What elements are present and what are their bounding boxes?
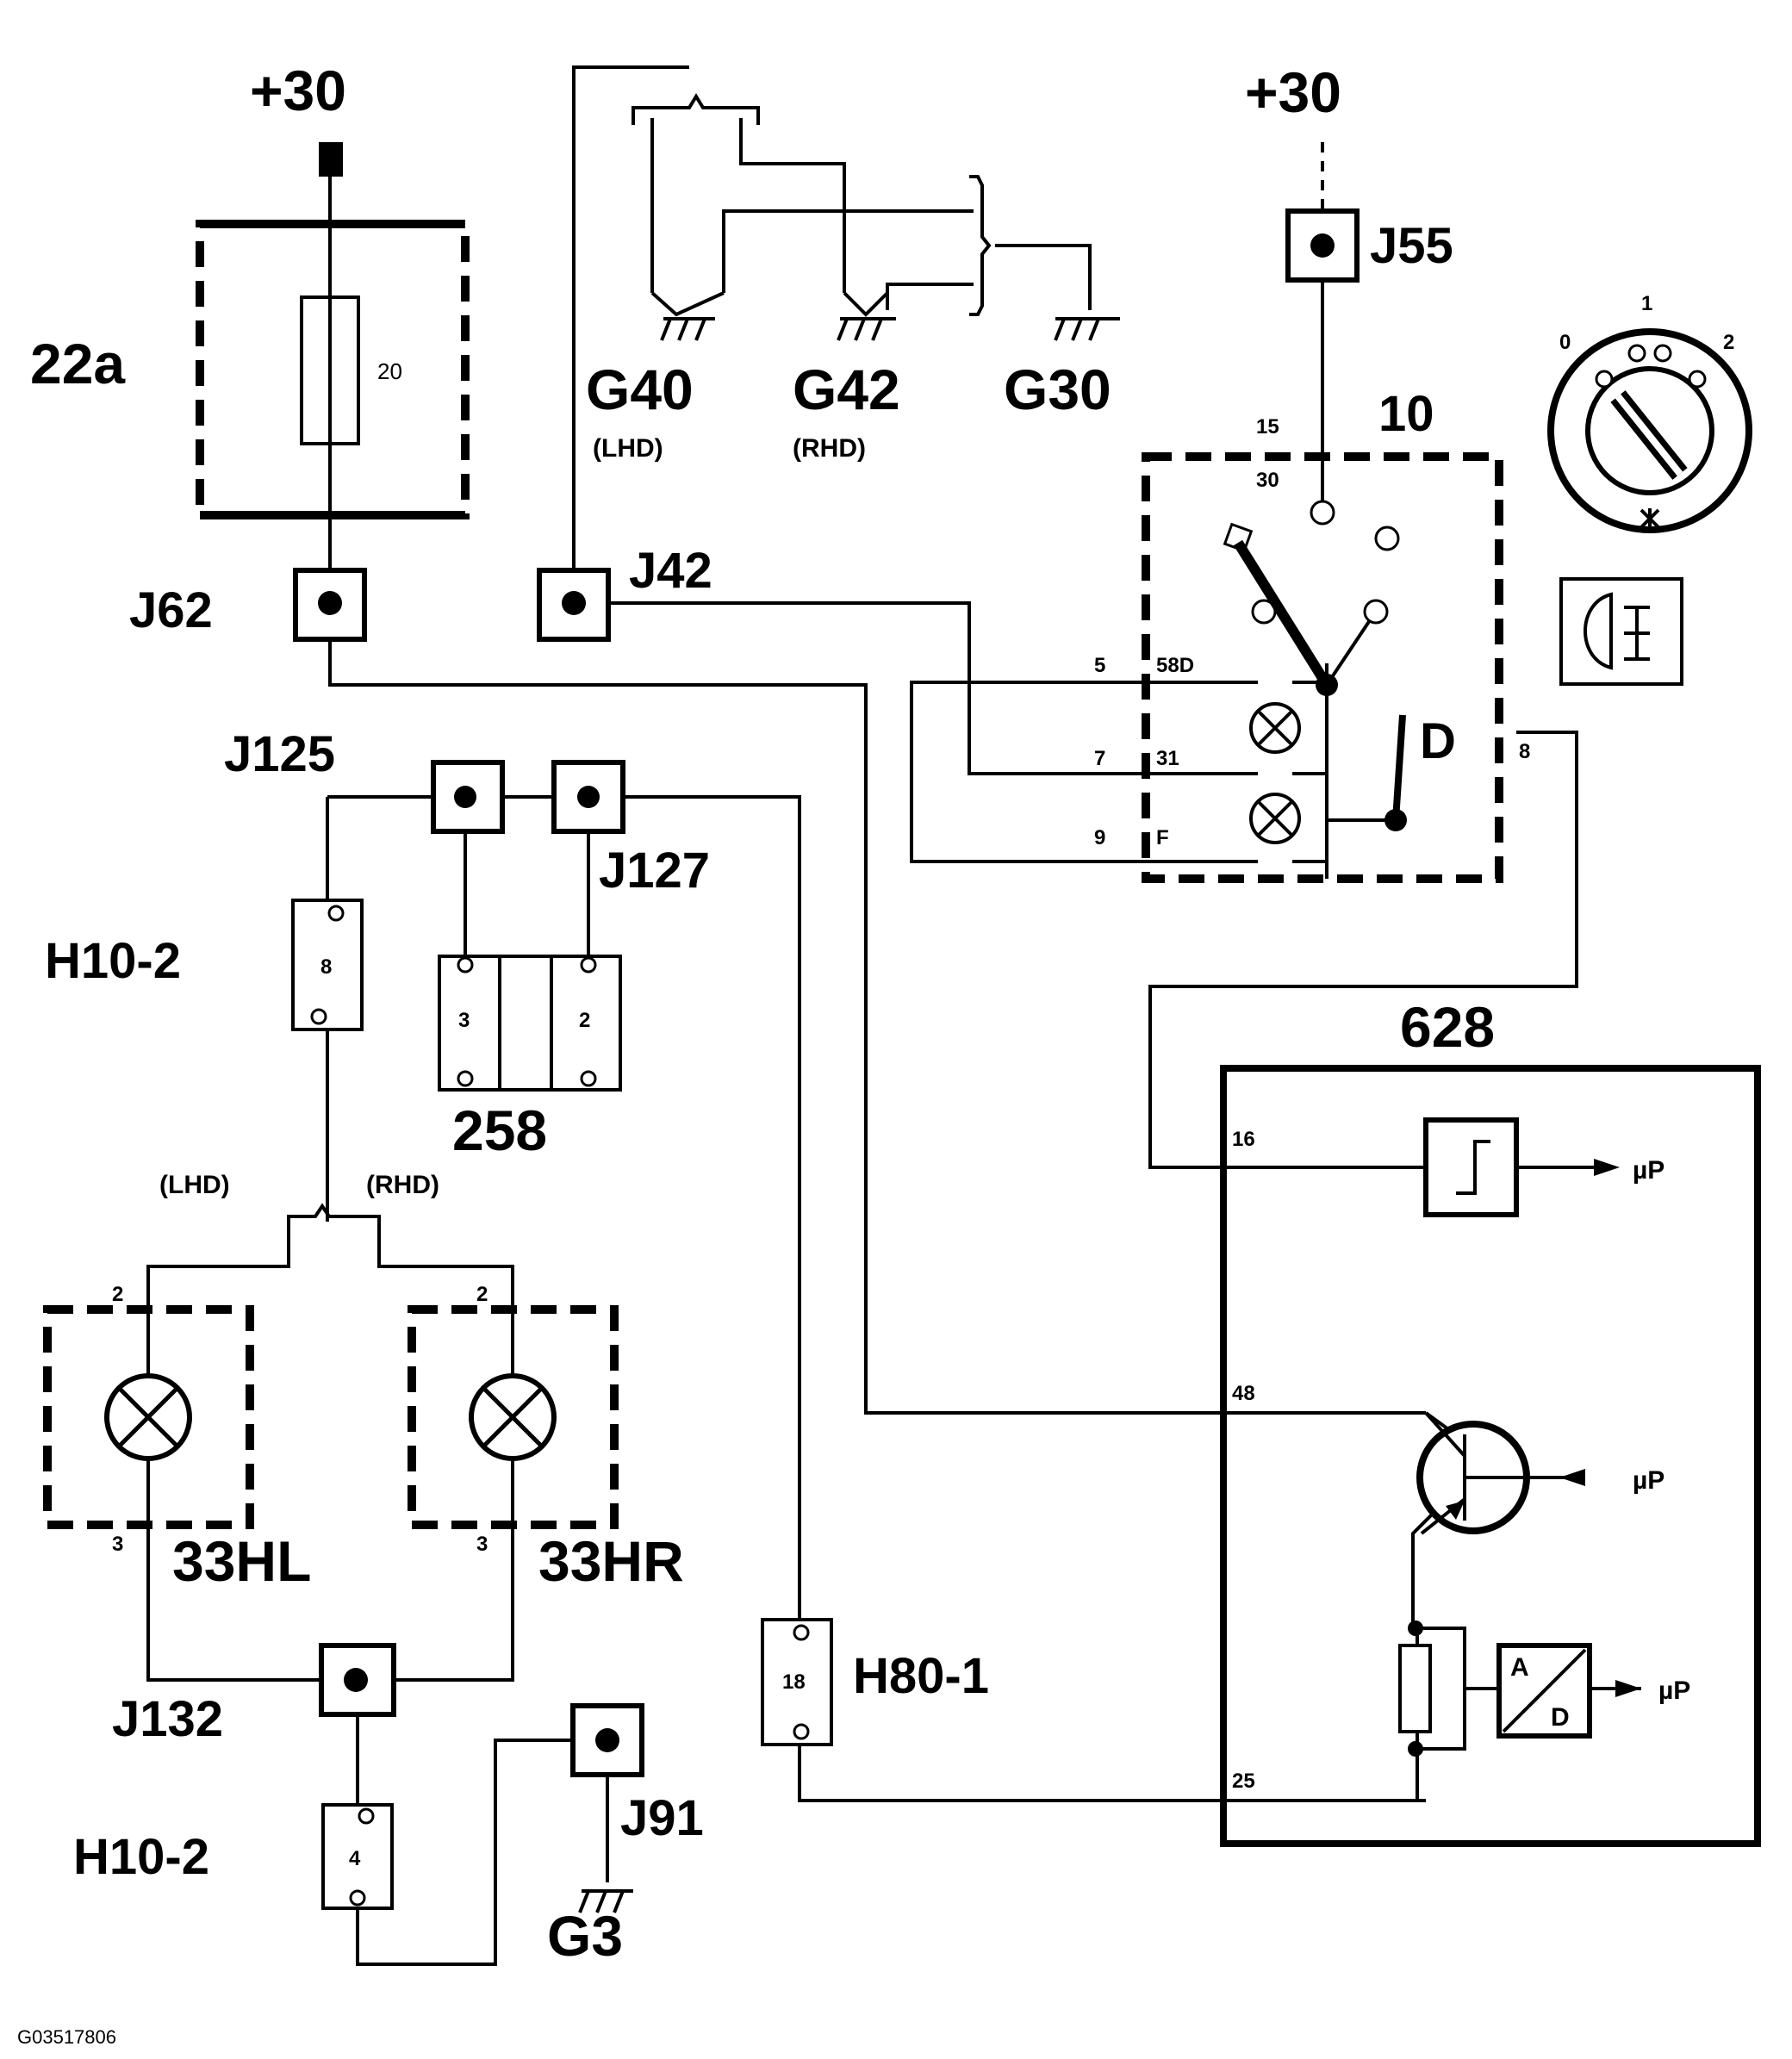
junction-label: J62 (129, 582, 213, 638)
switch-label: 10 (1378, 386, 1434, 442)
switch-indicator-lamp (1249, 793, 1301, 844)
junction-label: J125 (224, 726, 335, 782)
module-label: 628 (1400, 995, 1495, 1059)
ad-label-d: D (1551, 1703, 1570, 1732)
switch-pin: 8 (1519, 740, 1530, 763)
ground-g30: G30 (1004, 317, 1120, 421)
junction-j91: J91 (570, 1703, 704, 1846)
fuse-label: 22a (30, 332, 126, 395)
wires (146, 65, 1641, 1966)
switch-pin: 30 (1256, 469, 1279, 492)
ground-bracket-top (632, 93, 992, 316)
connector-h10-2-upper: 8 H10-2 (45, 899, 364, 1031)
ad-label-a: A (1510, 1653, 1529, 1682)
junction-j127: J127 (551, 760, 710, 899)
lamp-pin: 3 (112, 1533, 123, 1556)
connector-pin: 2 (579, 1009, 590, 1032)
module-pin: 48 (1232, 1382, 1255, 1405)
module-housing (1220, 1065, 1761, 1847)
connector-pin: 3 (458, 1009, 470, 1032)
junction-label: J132 (112, 1691, 223, 1747)
ground-g3: G3 (547, 1889, 633, 1968)
module-output: µP (1658, 1676, 1690, 1705)
switch-indicator-lamp (1249, 702, 1301, 754)
supply-label-right: +30 (1245, 60, 1341, 124)
variant-split: (LHD) (RHD) (159, 1171, 439, 1228)
module-pin: 16 (1232, 1128, 1255, 1151)
switch-knob-diagram: 0 1 2 (1547, 292, 1752, 533)
junction-j125: J125 (224, 726, 505, 834)
junction-j55: J55 (1285, 208, 1453, 283)
contact-glyph: D (1420, 713, 1456, 769)
junction-label: J42 (629, 543, 712, 599)
module-output: µP (1633, 1156, 1664, 1185)
headlight-icon (1559, 577, 1683, 686)
connector-258: 3 2 258 (438, 955, 622, 1162)
ground-note: (LHD) (593, 434, 663, 463)
junction-j42: J42 (537, 543, 712, 642)
connector-pin: 4 (349, 1847, 361, 1870)
variant-note: (LHD) (159, 1171, 230, 1199)
junction-label: J127 (599, 843, 710, 899)
supply-label-left: +30 (250, 59, 346, 122)
ground-label: G30 (1004, 358, 1111, 421)
ground-label: G42 (793, 358, 900, 421)
fuse-22a: 20 22a (30, 220, 470, 519)
switch-housing (1142, 452, 1503, 883)
ground-label: G3 (547, 1904, 623, 1968)
knob-position: 0 (1559, 331, 1571, 354)
junction-j132: J132 (112, 1643, 396, 1747)
ground-note: (RHD) (793, 434, 866, 463)
variant-note: (RHD) (366, 1171, 439, 1199)
transistor: µP (1416, 1411, 1664, 1535)
ground-g40: G40 (LHD) (586, 291, 725, 463)
switch-pin: F (1156, 826, 1169, 849)
connector-label: H10-2 (45, 933, 181, 989)
connector-label: H80-1 (853, 1648, 989, 1704)
light-switch-10: 10 15 30 5 58D 7 31 9 9 F 8 D (1094, 386, 1530, 883)
switch-pin: 9 (1094, 826, 1105, 849)
lamp-pin: 3 (476, 1533, 488, 1556)
fuse-rating: 20 (377, 358, 402, 384)
knob-position: 2 (1723, 331, 1734, 354)
connector-h10-2-lower: 4 H10-2 (73, 1803, 394, 1910)
lamp-label: 33HL (172, 1529, 311, 1593)
lamp-label: 33HR (538, 1529, 684, 1593)
ground-g42: G42 (RHD) (793, 291, 900, 463)
connector-pin: 18 (782, 1670, 806, 1694)
supply-terminal-left (319, 142, 343, 177)
shunt-resistor (1398, 1620, 1432, 1757)
lamp-33hr: 2 3 33HR (408, 1283, 684, 1593)
ad-converter: A D µP (1496, 1643, 1690, 1739)
module-pin: 25 (1232, 1770, 1255, 1793)
switch-pin: 15 (1256, 415, 1279, 439)
connector-h80-1: 18 H80-1 (761, 1618, 989, 1746)
connector-pin: 8 (320, 955, 332, 979)
switch-pin: 31 (1156, 747, 1179, 770)
control-module-628: 628 16 48 25 µP µP (1220, 995, 1761, 1847)
switch-pin: 5 (1094, 654, 1105, 677)
switch-pin: 7 (1094, 747, 1105, 770)
switch-pin: 58D (1156, 654, 1194, 677)
connector-label: 258 (452, 1098, 547, 1162)
knob-position: 1 (1641, 292, 1652, 315)
lamp-33hl: 2 3 33HL (43, 1283, 311, 1593)
junction-label: J55 (1370, 218, 1453, 274)
ground-label: G40 (586, 358, 694, 421)
junction-j62: J62 (129, 568, 367, 642)
lamp-pin: 2 (476, 1283, 488, 1306)
module-output: µP (1633, 1466, 1664, 1495)
lamp-pin: 2 (112, 1283, 123, 1306)
schmitt-trigger: µP (1423, 1117, 1664, 1217)
connector-label: H10-2 (73, 1829, 209, 1885)
junction-label: J91 (620, 1790, 704, 1846)
figure-id: G03517806 (17, 2026, 116, 2048)
